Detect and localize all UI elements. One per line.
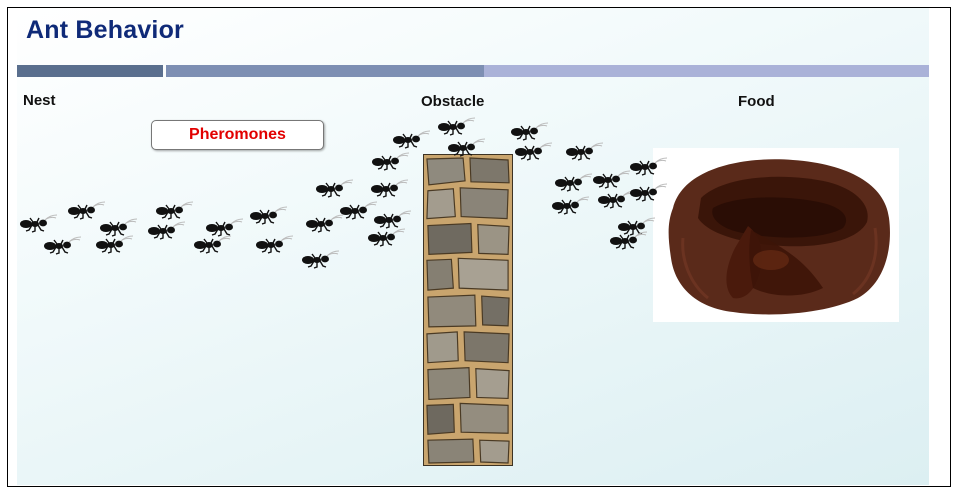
chocolate-lava-cake-image xyxy=(653,148,899,322)
ant-icon xyxy=(565,141,605,161)
ant-icon xyxy=(155,200,195,220)
ant-icon xyxy=(437,116,477,136)
slide-title: Ant Behavior xyxy=(26,16,184,45)
ant-icon xyxy=(367,227,407,247)
food-label: Food xyxy=(738,93,775,110)
header-bar-segment-3 xyxy=(484,65,929,77)
ant-icon xyxy=(315,178,355,198)
ant-icon xyxy=(373,209,413,229)
ant-icon xyxy=(95,234,135,254)
slide: Ant Behavior Nest Obstacle Food Pheromon… xyxy=(17,8,929,485)
ant-icon xyxy=(43,235,83,255)
ant-icon xyxy=(193,234,233,254)
ant-icon xyxy=(609,230,649,250)
ant-icon xyxy=(554,172,594,192)
ant-icon xyxy=(19,213,59,233)
ant-icon xyxy=(370,178,410,198)
pheromones-callout: Pheromones xyxy=(151,120,324,150)
ant-icon xyxy=(551,195,591,215)
ant-icon xyxy=(447,137,487,157)
ant-icon xyxy=(301,249,341,269)
header-bar-segment-2 xyxy=(166,65,484,77)
ant-icon xyxy=(629,156,669,176)
ant-icon xyxy=(255,234,295,254)
obstacle-label: Obstacle xyxy=(421,93,484,110)
nest-label: Nest xyxy=(23,92,56,109)
ant-icon xyxy=(249,205,289,225)
ant-icon xyxy=(392,129,432,149)
ant-icon xyxy=(592,169,632,189)
pheromones-label: Pheromones xyxy=(189,126,286,144)
ant-icon xyxy=(147,220,187,240)
ant-icon xyxy=(514,141,554,161)
ant-icon xyxy=(371,151,411,171)
ant-icon xyxy=(510,121,550,141)
stone-wall-image xyxy=(423,154,513,466)
header-bar-segment-1 xyxy=(17,65,163,77)
ant-icon xyxy=(629,182,669,202)
